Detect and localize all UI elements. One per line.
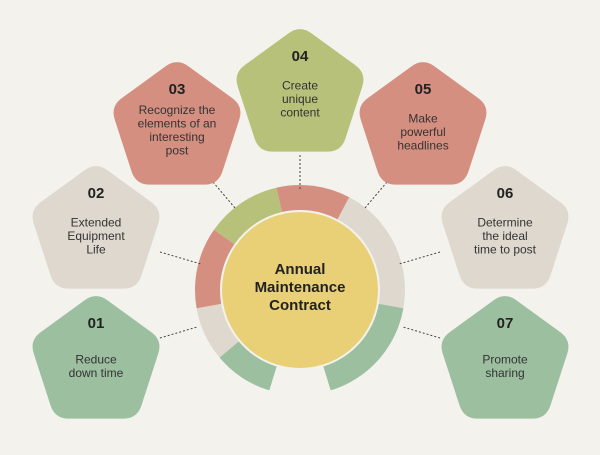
ring-segment-3 (195, 229, 235, 309)
item-label-line: down time (69, 366, 124, 380)
item-label-line: time to post (474, 243, 537, 257)
center-circle (222, 212, 378, 368)
item-label-line: headlines (397, 139, 448, 153)
item-label-line: Equipment (67, 229, 125, 243)
connector-lines (159, 155, 441, 339)
ring-segment-6 (337, 197, 391, 250)
ring-segment-5 (276, 185, 350, 220)
item-label-line: post (166, 143, 189, 157)
item-label-line: powerful (400, 125, 445, 139)
item-number: 01 (88, 315, 105, 332)
connector-5 (364, 181, 388, 209)
connector-6 (398, 251, 441, 265)
item-number: 04 (292, 48, 309, 65)
pentagon-shape (113, 62, 241, 185)
connector-1 (159, 326, 198, 339)
item-label-line: sharing (485, 366, 524, 380)
pentagon-shape (441, 296, 569, 419)
center-line-2: Maintenance (255, 279, 346, 296)
ring-segment-4 (213, 187, 283, 245)
item-label-line: Life (86, 243, 106, 257)
item-label-line: Recognize the (139, 103, 216, 117)
item-number: 06 (497, 185, 514, 202)
item-number: 02 (88, 185, 105, 202)
item-number: 07 (497, 315, 514, 332)
pentagon-shape (32, 296, 160, 419)
item-label-line: Create (282, 79, 318, 93)
item-label-line: Reduce (75, 352, 117, 366)
pentagon-shape (441, 166, 569, 289)
item-label-line: Extended (71, 216, 122, 230)
center-line-1: Annual (275, 261, 326, 278)
pentagon-shape (359, 62, 487, 185)
ring-segment-2 (196, 303, 239, 358)
center-line-3: Contract (269, 297, 331, 314)
item-label-line: content (280, 106, 320, 120)
item-label-line: the ideal (482, 229, 527, 243)
item-number: 05 (415, 81, 432, 98)
item-label-line: Promote (482, 352, 528, 366)
ring-segment-8 (323, 303, 404, 391)
item-label-line: Determine (477, 216, 533, 230)
connector-7 (402, 326, 441, 339)
item-label-line: interesting (149, 130, 204, 144)
item-number: 03 (169, 81, 186, 98)
item-label-line: elements of an (138, 116, 217, 130)
pentagon-shape (236, 29, 364, 152)
pentagon-shape (32, 166, 160, 289)
segmented-ring (195, 185, 405, 391)
connector-2 (159, 251, 202, 265)
ring-segment-1 (219, 341, 277, 391)
item-label-line: unique (282, 92, 318, 106)
item-label-line: Make (408, 112, 438, 126)
connector-3 (212, 181, 236, 209)
ring-segment-7 (369, 237, 405, 309)
